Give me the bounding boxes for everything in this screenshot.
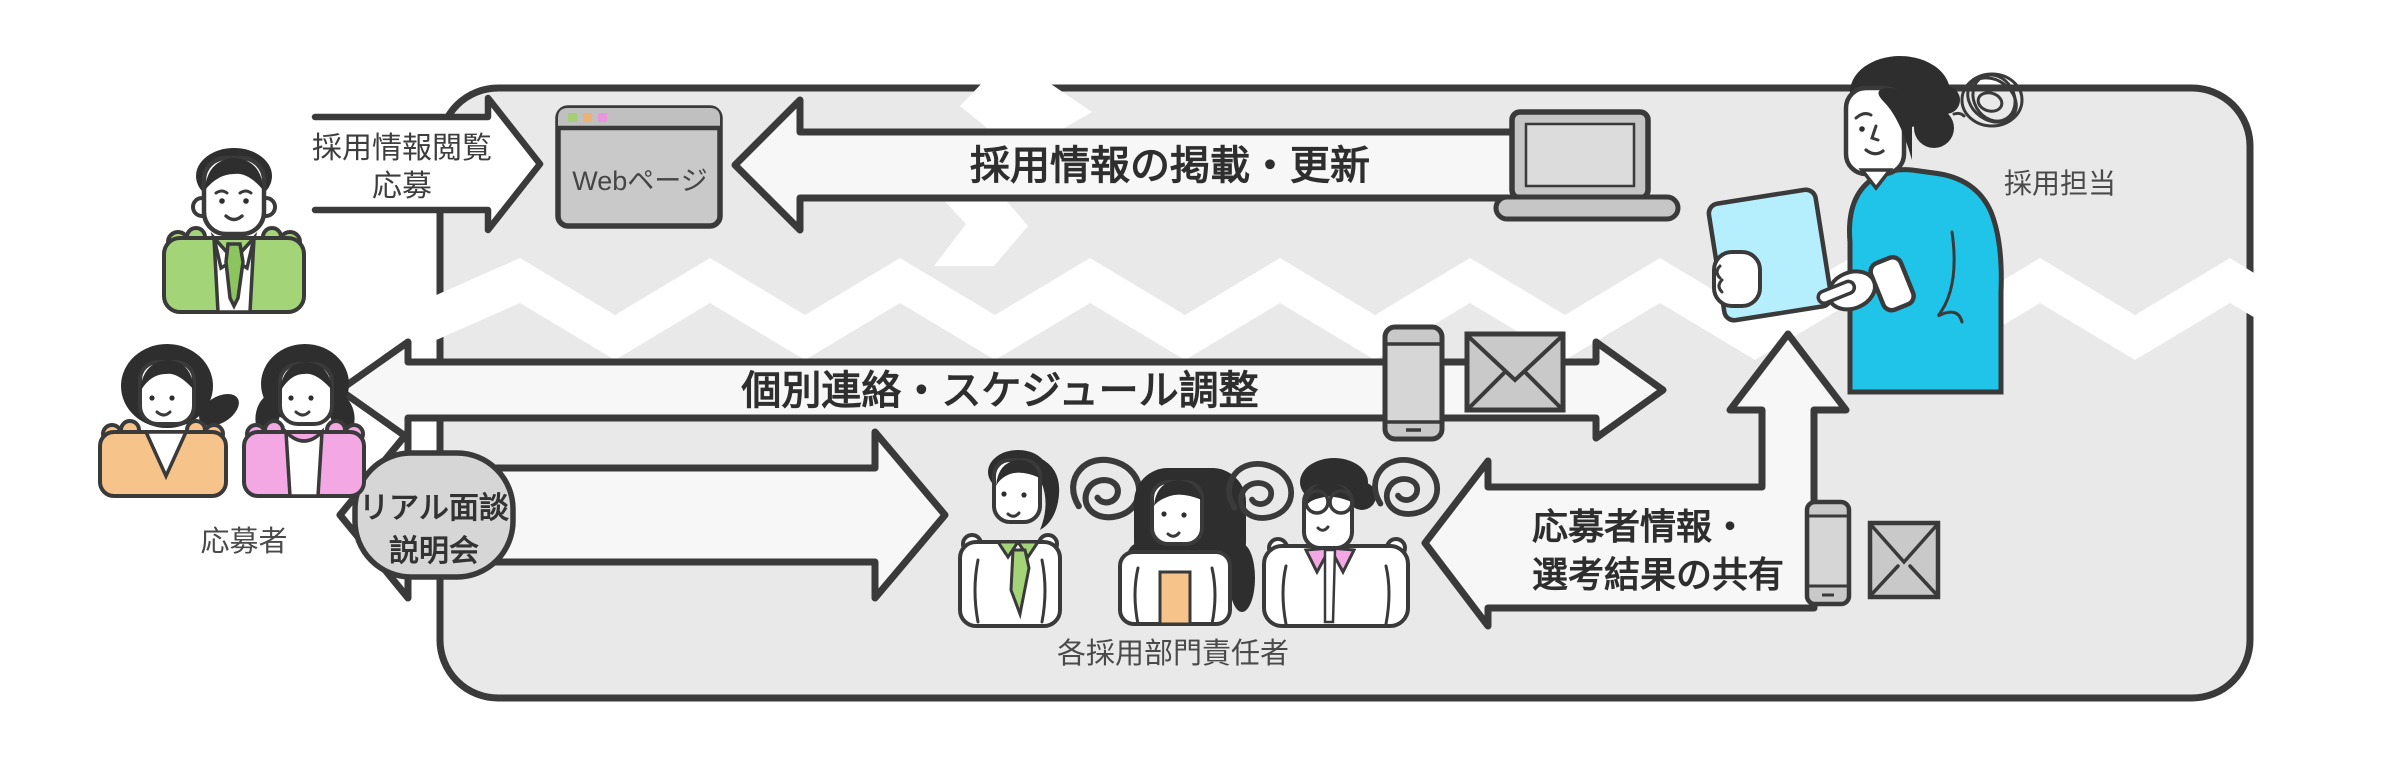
real-meeting-bubble	[352, 450, 516, 580]
individual-contact-arrow	[336, 338, 1667, 442]
recruiter-sweater	[1847, 167, 2004, 395]
recruiter-left-hand	[1712, 250, 1762, 308]
real-meeting-label-line2: 説明会	[389, 534, 479, 568]
laptop-icon	[1493, 109, 1681, 222]
webpage-label: Webページ	[572, 166, 708, 196]
browser-dot-orange	[583, 113, 592, 122]
applicant-female-pink	[242, 344, 366, 498]
share-info-label-line1: 応募者情報・	[1532, 506, 1748, 547]
share-info-arrow	[1421, 330, 1850, 630]
manager1-tie	[1009, 548, 1031, 620]
individual-contact-label: 個別連絡・スケジュール調整	[740, 369, 1258, 413]
dept-managers-group	[958, 450, 1437, 628]
tear-ribbon	[425, 258, 2262, 360]
post-update-arrow	[731, 96, 1644, 234]
browse-apply-label-line1: 採用情報閲覧	[312, 132, 492, 165]
applicant-male	[162, 148, 306, 314]
envelope-icon	[1867, 520, 1941, 600]
scribble-tangle-icon	[1952, 72, 2024, 128]
manager3-tie	[1323, 548, 1337, 624]
browse-apply-label-line2: 応募	[372, 170, 432, 203]
browser-window-icon: Webページ	[555, 105, 723, 229]
smartphone-icon	[1382, 324, 1445, 442]
browser-dot-pink	[598, 113, 607, 122]
applicant-female-orange	[98, 344, 239, 498]
envelope-icon	[1464, 331, 1566, 413]
browser-dot-green	[568, 113, 577, 122]
recruiter-pointing-hand	[1816, 255, 1916, 313]
share-info-label-line2: 選考結果の共有	[1532, 554, 1784, 595]
manager-green-tie	[958, 450, 1062, 628]
manager2-top	[1158, 570, 1192, 626]
smartphone-icon	[1804, 499, 1852, 607]
recruiter-label: 採用担当	[2004, 168, 2116, 199]
dept-managers-label: 各採用部門責任者	[1057, 637, 1289, 670]
recruiter-person	[1706, 56, 2024, 395]
post-update-arrow-label: 採用情報の掲載・更新	[970, 144, 1370, 188]
browse-apply-arrow	[311, 94, 544, 234]
manager-woman	[1118, 468, 1255, 626]
applicants-label: 応募者	[200, 525, 287, 558]
manager-glasses	[1262, 458, 1410, 628]
real-meeting-label-line1: リアル面談	[359, 491, 510, 525]
applicant-male-tie	[224, 242, 245, 310]
